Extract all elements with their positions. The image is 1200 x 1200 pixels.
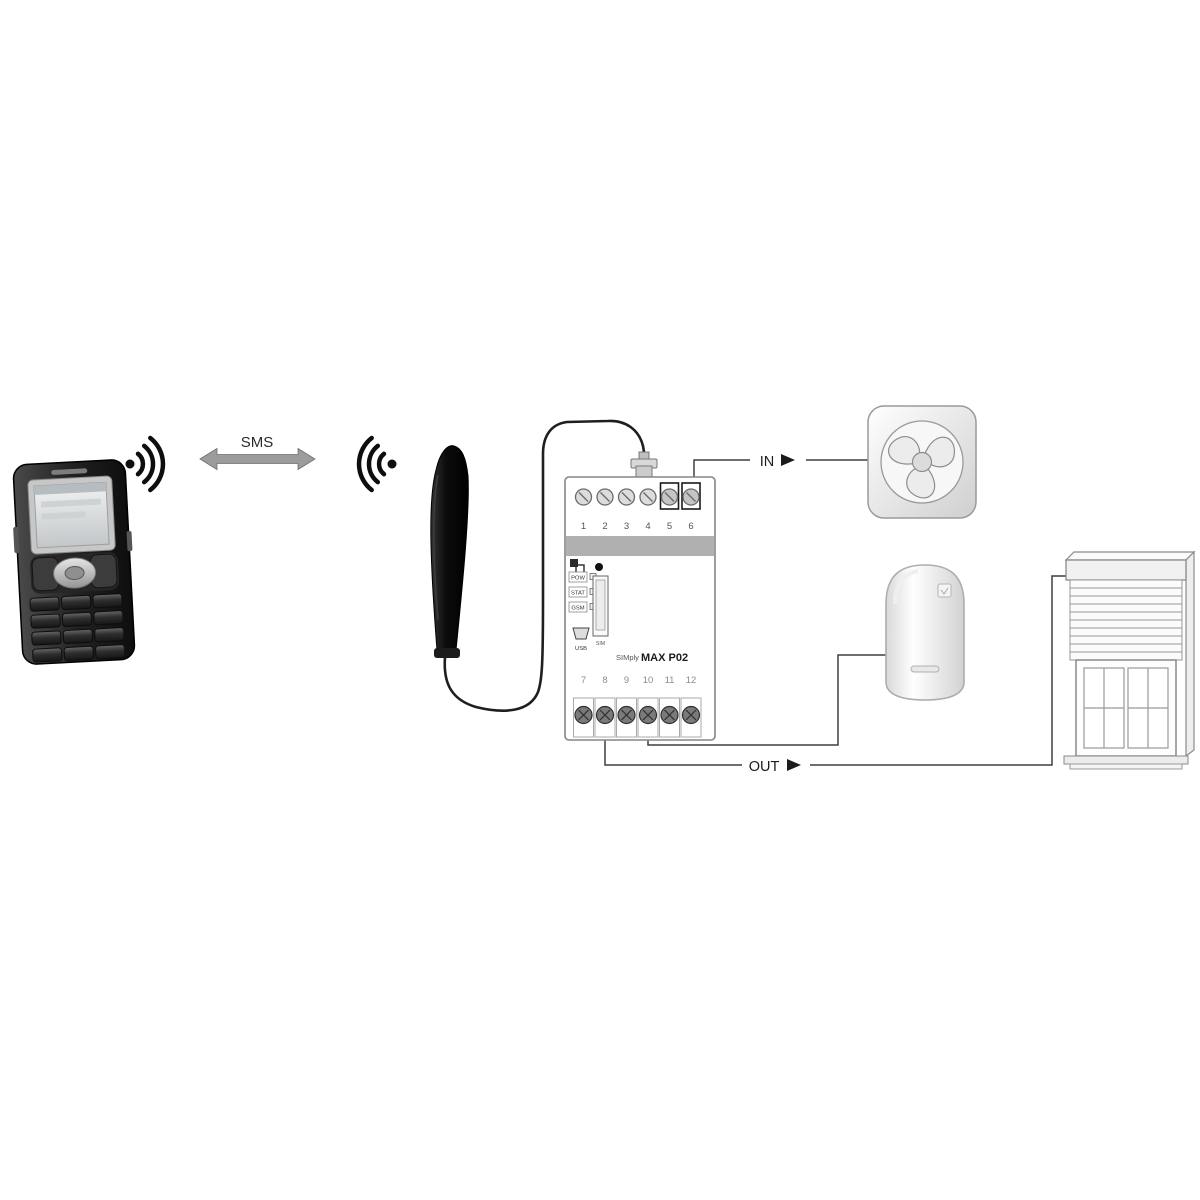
antenna-blade xyxy=(430,445,469,651)
led-block: POW STAT GSM xyxy=(568,571,597,613)
out-marker: OUT xyxy=(742,753,810,777)
led-label: STAT xyxy=(571,591,585,597)
heater-highlight xyxy=(893,569,919,605)
terminal-number: 5 xyxy=(667,521,672,532)
phone-dpad-center xyxy=(64,565,85,580)
terminal-number: 8 xyxy=(602,675,607,686)
terminal-number: 10 xyxy=(643,675,654,686)
sms-label: SMS xyxy=(241,434,274,451)
phone-side-button xyxy=(13,526,20,554)
roller-shutter-window xyxy=(1063,550,1196,770)
phone-side-button xyxy=(126,531,133,552)
window-sill-step xyxy=(1069,763,1183,770)
terminal-cage xyxy=(659,482,680,510)
out-label: OUT xyxy=(749,759,780,775)
terminal-number: 6 xyxy=(688,521,693,532)
bottom-terminal-numbers: 7 8 9 10 11 12 xyxy=(581,675,696,686)
module-body xyxy=(564,476,716,741)
heater-logo-mark xyxy=(940,587,949,596)
terminal-cell xyxy=(616,697,637,738)
in-line xyxy=(693,459,868,484)
phone-signal-waves-icon xyxy=(125,435,166,493)
indicator-dot xyxy=(595,563,603,571)
phone-screen-line xyxy=(41,511,86,520)
fan-blades-icon xyxy=(888,436,955,499)
fan xyxy=(867,405,977,519)
sim-slot: SIM xyxy=(592,575,609,647)
phone-earpiece xyxy=(51,468,88,475)
terminal-number: 7 xyxy=(581,675,586,686)
usb-port: USB xyxy=(572,627,590,652)
gsm-antenna xyxy=(430,419,646,712)
relay-module: 1 2 3 4 5 6 POW STAT xyxy=(564,451,716,741)
usb-label: USB xyxy=(575,646,587,652)
phone-keypad xyxy=(29,593,126,663)
antenna-signal-waves-icon xyxy=(356,435,397,493)
in-marker: IN xyxy=(750,448,806,470)
window-casements xyxy=(1083,667,1169,749)
sim-label: SIM xyxy=(596,641,605,647)
out-arrow-icon xyxy=(787,759,801,771)
terminal-cell xyxy=(680,697,702,738)
module-band xyxy=(566,536,714,556)
led-label: POW xyxy=(571,576,585,582)
top-terminal-block: 1 2 3 4 5 6 xyxy=(574,482,701,532)
terminal-cell xyxy=(594,697,616,738)
terminal-cell xyxy=(659,697,680,738)
antenna-base xyxy=(434,648,460,658)
heater-vent-slot xyxy=(910,665,940,673)
in-label-bg xyxy=(750,448,806,470)
module-brand-label: SIMply xyxy=(616,653,639,662)
phone-screen-line xyxy=(40,498,102,508)
in-arrow-icon xyxy=(781,454,795,466)
bottom-terminal-block xyxy=(573,697,702,738)
in-label: IN xyxy=(760,454,775,470)
ff-logo xyxy=(570,559,578,567)
fan-hub xyxy=(911,451,933,473)
shutter-slats xyxy=(1069,579,1183,661)
terminal-number: 2 xyxy=(602,521,607,532)
terminal-number: 12 xyxy=(686,675,697,686)
sms-double-arrow-icon xyxy=(199,447,316,471)
terminal-cell xyxy=(637,697,659,738)
window-sill xyxy=(1063,755,1189,765)
heater-body xyxy=(885,564,965,701)
water-heater xyxy=(885,564,965,701)
terminal-number: 9 xyxy=(624,675,629,686)
phone-screen-statusbar xyxy=(33,482,107,495)
module-face: POW STAT GSM SIM USB SIMply xyxy=(568,559,688,664)
antenna-highlight xyxy=(433,474,439,621)
led-label: GSM xyxy=(571,606,584,612)
shutter-box-top xyxy=(1064,551,1196,561)
terminal-cage xyxy=(681,482,701,510)
top-terminal-numbers: 1 2 3 4 5 6 xyxy=(581,521,694,532)
antenna-connector xyxy=(630,451,658,479)
terminal-number: 11 xyxy=(665,675,675,686)
window-side-face xyxy=(1185,550,1195,758)
terminal-number: 3 xyxy=(624,521,629,532)
antenna-cable xyxy=(443,419,646,712)
module-model-label: MAX P02 xyxy=(641,652,688,664)
terminal-cell xyxy=(573,697,594,738)
heater-logo xyxy=(937,583,952,598)
shutter-box-front xyxy=(1065,559,1187,581)
terminal-number: 1 xyxy=(581,521,586,532)
terminal-number: 4 xyxy=(645,521,650,532)
sms-exchange: SMS xyxy=(199,434,316,471)
mobile-phone xyxy=(12,459,136,665)
out-line xyxy=(604,575,1066,766)
